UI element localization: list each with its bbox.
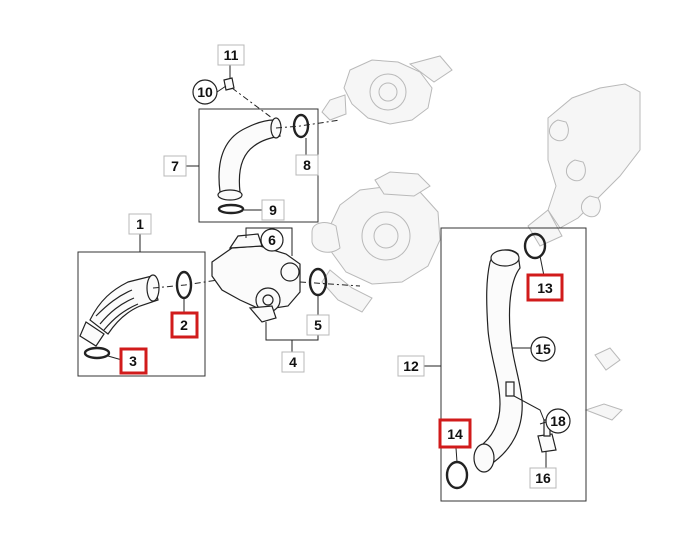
callout-1: 1 [128, 213, 152, 235]
assembly-frame-12 [440, 227, 587, 502]
leader-to-sensor [513, 395, 545, 421]
leader-13 [539, 255, 545, 277]
callout-13-text: 13 [537, 280, 553, 296]
callout-13: 13 [526, 273, 564, 302]
assembly-frame-1 [77, 251, 206, 377]
background-turbocharger-upper [321, 55, 453, 125]
callout-15: 15 [530, 336, 556, 362]
compressor-housing [211, 233, 301, 323]
callout-16-text: 16 [535, 470, 551, 486]
callout-6: 6 [260, 228, 284, 252]
oring-9 [217, 203, 245, 215]
background-turbocharger-middle [311, 171, 441, 313]
callout-2: 2 [170, 311, 199, 339]
centerline-7-8 [275, 119, 341, 129]
callout-8-text: 8 [303, 157, 311, 173]
callout-14: 14 [438, 418, 472, 449]
callout-5: 5 [306, 314, 330, 336]
oring-8 [292, 113, 310, 139]
callout-10: 10 [192, 79, 218, 105]
callout-18: 18 [545, 408, 571, 434]
callout-10-text: 10 [197, 84, 213, 100]
callout-16: 16 [529, 467, 557, 489]
callout-18-text: 18 [550, 413, 566, 429]
intake-hose-1 [79, 274, 160, 347]
callout-1-text: 1 [136, 216, 144, 232]
callout-3-text: 3 [129, 353, 137, 369]
leader-6 [245, 227, 293, 256]
callout-7: 7 [163, 155, 187, 177]
callout-14-text: 14 [447, 426, 463, 442]
oring-5 [308, 267, 328, 297]
callout-8: 8 [295, 154, 319, 176]
centerline-5 [299, 281, 361, 287]
callout-2-text: 2 [180, 317, 188, 333]
charge-pipe-lower [473, 249, 523, 473]
callout-6-text: 6 [268, 232, 276, 248]
callout-11-text: 11 [224, 47, 239, 63]
oring-13 [523, 232, 547, 260]
callout-12-text: 12 [403, 358, 419, 374]
callout-9: 9 [261, 199, 285, 221]
charge-pipe-upper [217, 117, 282, 201]
callout-15-text: 15 [535, 341, 551, 357]
callout-4: 4 [281, 351, 305, 373]
leader-10 [216, 85, 227, 93]
callout-3: 3 [119, 347, 148, 375]
oring-14 [445, 460, 469, 490]
callout-12: 12 [397, 355, 425, 377]
callout-7-text: 7 [171, 158, 179, 174]
background-manifold [527, 83, 641, 371]
callout-9-text: 9 [269, 202, 277, 218]
background-bracket-right [584, 403, 623, 421]
oring-3 [83, 346, 111, 360]
leader-14 [455, 447, 458, 463]
callout-11: 11 [217, 44, 245, 66]
callout-5-text: 5 [314, 317, 322, 333]
callout-4-text: 4 [289, 354, 297, 370]
centerline-1 [152, 279, 219, 289]
centerline-clip [231, 87, 273, 119]
